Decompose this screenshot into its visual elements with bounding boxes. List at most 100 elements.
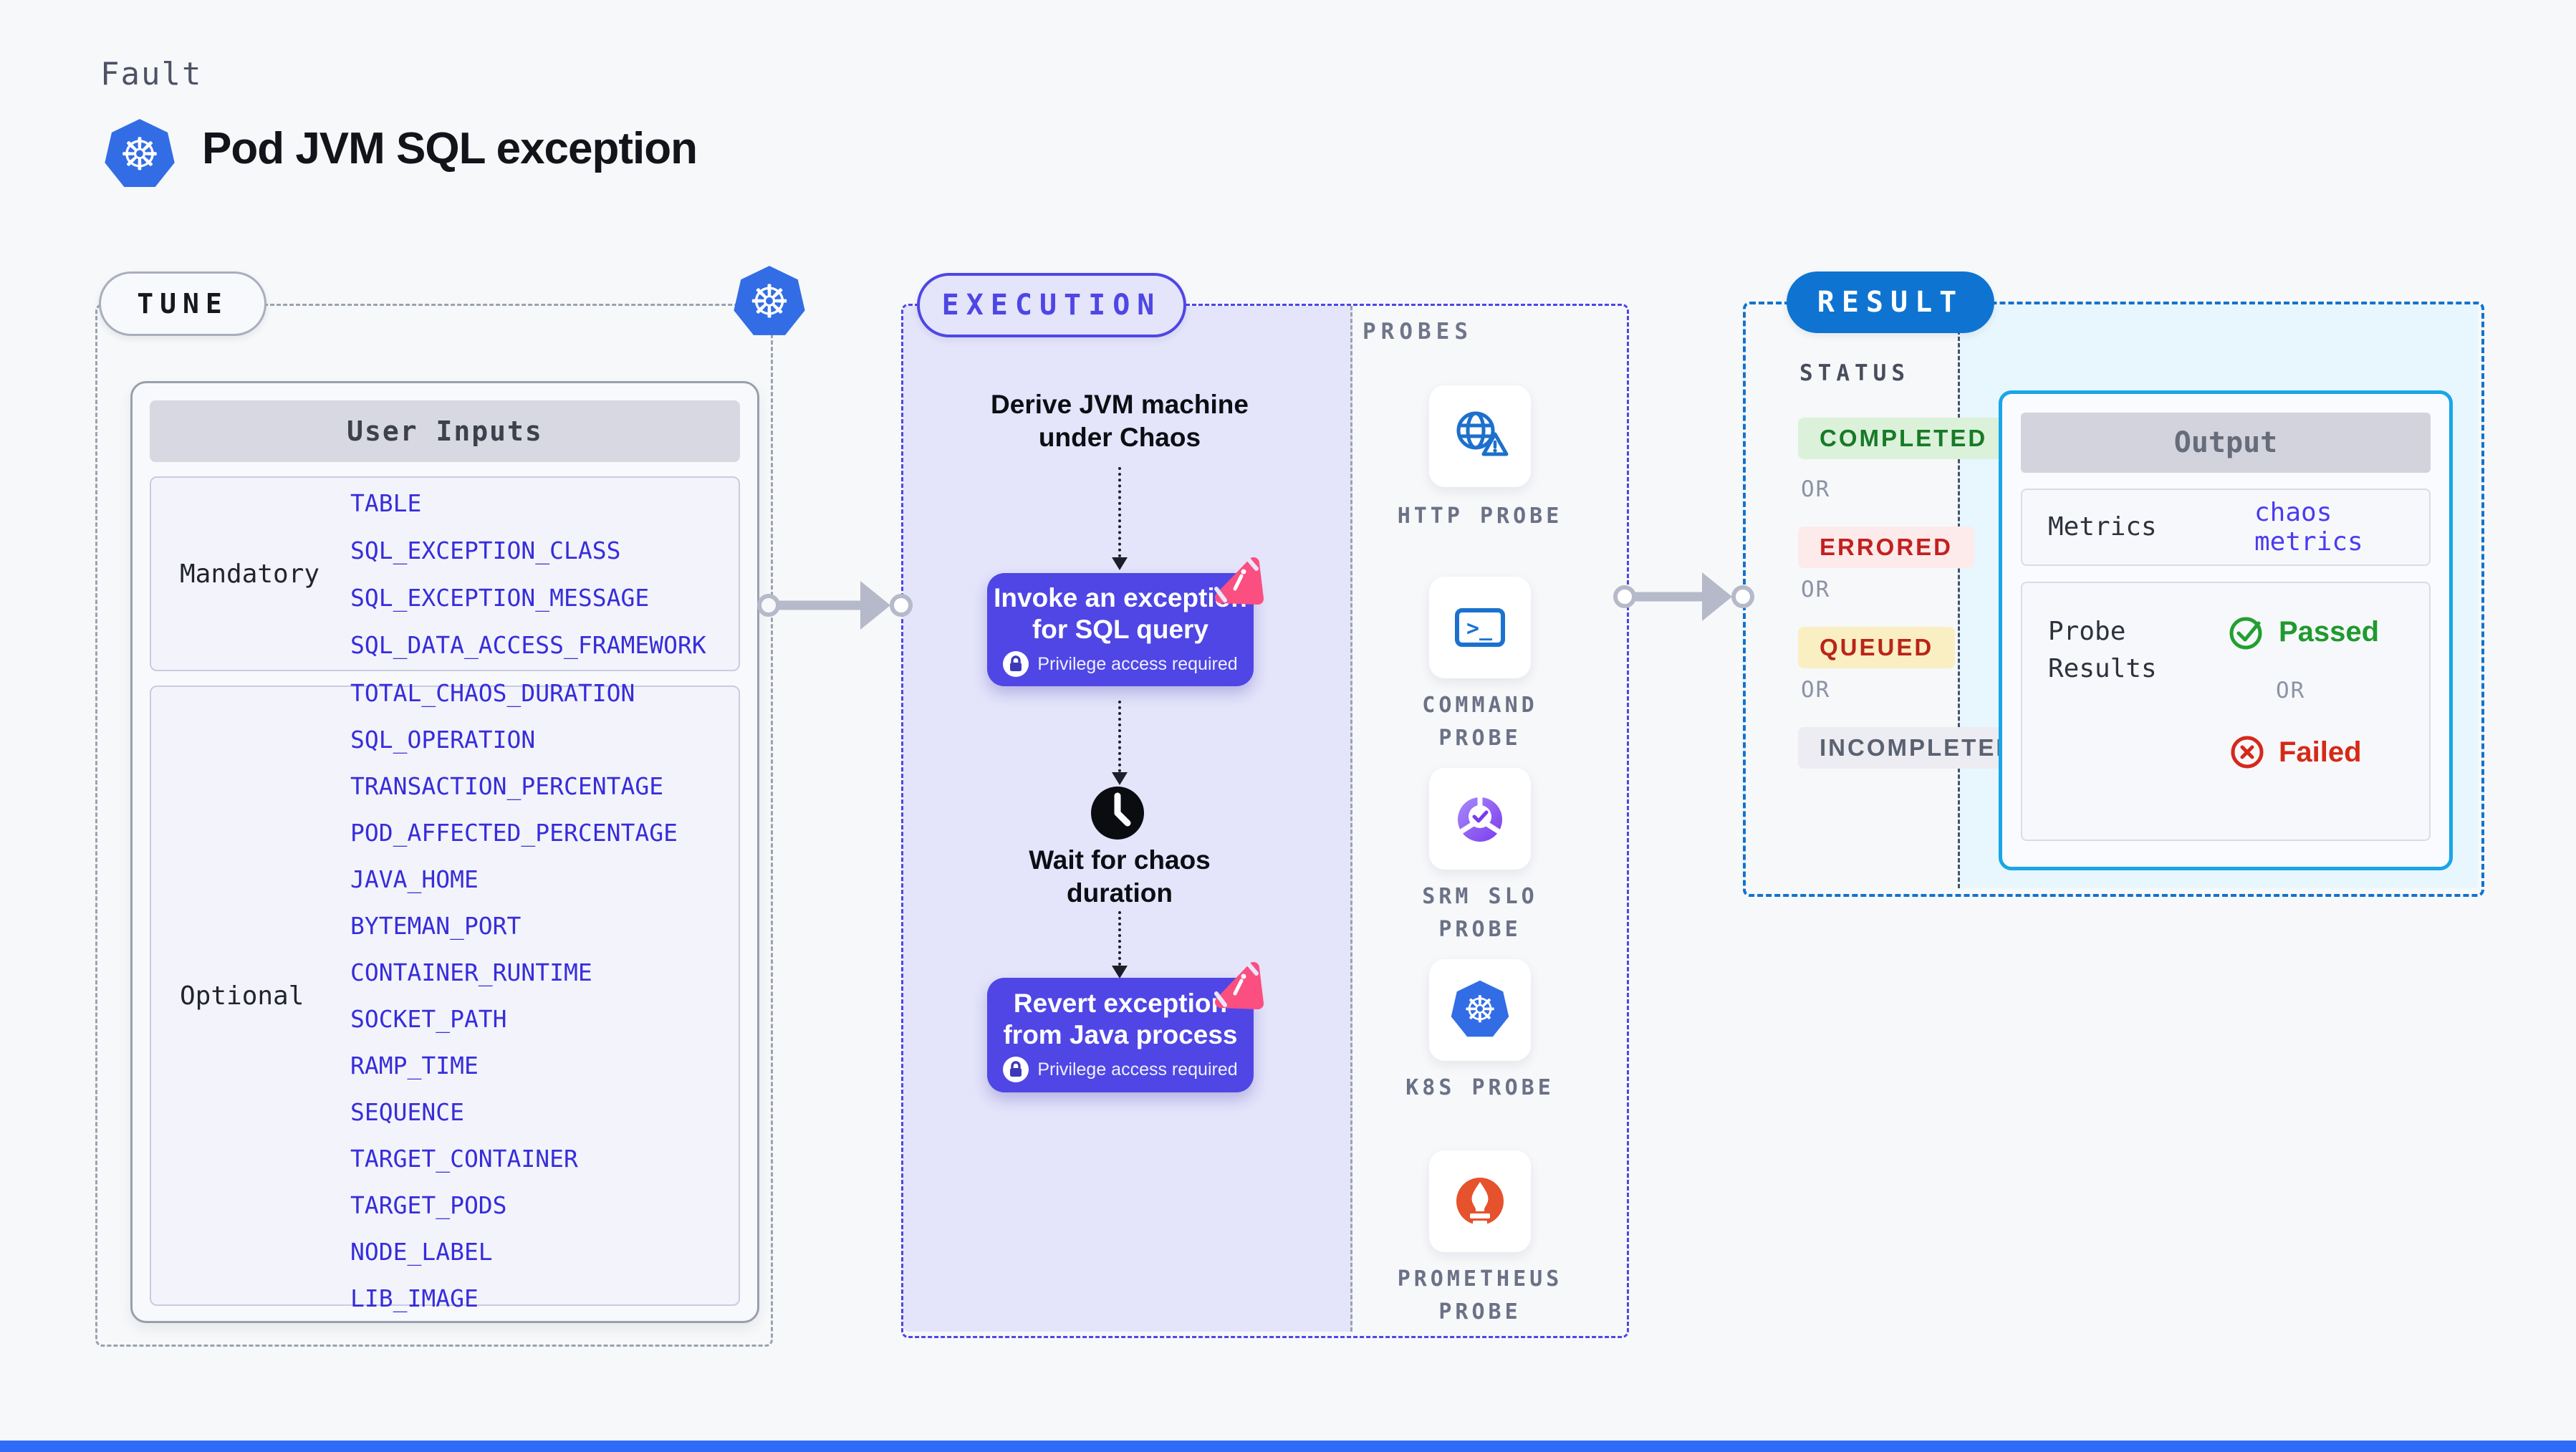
http-probe-card	[1429, 385, 1531, 487]
lock-icon	[1003, 1057, 1029, 1082]
param: NODE_LABEL	[350, 1238, 493, 1266]
mandatory-label: Mandatory	[180, 559, 320, 589]
mandatory-group: Mandatory TABLE SQL_EXCEPTION_CLASS SQL_EX…	[150, 476, 740, 671]
svg-text:☸: ☸	[120, 128, 160, 181]
flow-connector-arrowhead	[1112, 772, 1128, 785]
param: SQL_EXCEPTION_CLASS	[350, 536, 621, 564]
page-title: Pod JVM SQL exception	[202, 124, 698, 173]
or-label: OR	[1801, 577, 1831, 602]
or-label: OR	[2276, 678, 2306, 703]
probe-results-label: Probe Results	[2048, 617, 2157, 683]
optional-label: Optional	[180, 981, 304, 1011]
output-header: Output	[2021, 413, 2431, 473]
or-label: OR	[1801, 677, 1831, 703]
http-probe-icon	[1456, 411, 1509, 456]
optional-group: Optional TOTAL_CHAOS_DURATION SQL_OPERATI…	[150, 679, 740, 1312]
metrics-label: Metrics	[2048, 512, 2157, 542]
probe-passed: Passed	[2229, 613, 2379, 650]
metrics-value: chaos metrics	[2254, 498, 2363, 557]
k8s-probe-icon: ☸	[1451, 980, 1509, 1037]
probe-failed: Failed	[2229, 734, 2379, 771]
invoke-exception-step: Invoke an exception for SQL query Privil…	[987, 557, 1264, 686]
param: TARGET_CONTAINER	[350, 1145, 578, 1173]
chaos-icon	[1214, 557, 1264, 605]
k8s-probe-card: ☸	[1429, 959, 1531, 1061]
param: TOTAL_CHAOS_DURATION	[350, 679, 635, 707]
http-probe-label: HTTP PROBE	[1397, 504, 1563, 529]
param: JAVA_HOME	[350, 865, 479, 893]
failed-label: Failed	[2279, 736, 2362, 768]
srm-slo-probe-card	[1429, 768, 1531, 870]
revert-step-label: Revert exception from Java process	[1003, 989, 1238, 1049]
status-badge-incompleted: INCOMPLETED	[1798, 727, 2037, 769]
optional-params: TOTAL_CHAOS_DURATION SQL_OPERATION TRANSAC…	[350, 679, 678, 1312]
param: SEQUENCE	[350, 1098, 464, 1126]
param: SQL_EXCEPTION_MESSAGE	[350, 583, 650, 612]
param: SOCKET_PATH	[350, 1005, 507, 1033]
fault-eyebrow: Fault	[100, 56, 203, 92]
metrics-row: Metrics chaos metrics	[2021, 489, 2431, 566]
failed-x-icon	[2231, 736, 2264, 769]
k8s-probe-label: K8S PROBE	[1405, 1075, 1554, 1100]
flow-connector-arrowhead	[1112, 966, 1128, 979]
or-label: OR	[1801, 476, 1831, 502]
lock-icon	[1003, 651, 1029, 677]
step-derive-jvm: Derive JVM machine under Chaos	[991, 390, 1249, 452]
result-pill: RESULT	[1787, 271, 1994, 333]
svg-text:>_: >_	[1466, 616, 1493, 641]
param: SQL_OPERATION	[350, 726, 536, 754]
param: TARGET_PODS	[350, 1191, 507, 1219]
chaos-icon	[1214, 961, 1264, 1009]
probes-heading: PROBES	[1363, 319, 1473, 345]
command-probe-card: >_	[1429, 577, 1531, 678]
privilege-label: Privilege access required	[1037, 653, 1238, 674]
param: BYTEMAN_PORT	[350, 912, 522, 940]
wait-clock-icon	[1091, 787, 1144, 840]
output-card: Output Metrics chaos metrics Probe Resul…	[1999, 390, 2453, 870]
user-inputs-table: User Inputs Mandatory TABLE SQL_EXCEPTION…	[130, 381, 759, 1323]
param: TRANSACTION_PERCENTAGE	[350, 772, 664, 800]
flow-connector-arrowhead	[1112, 557, 1128, 570]
passed-label: Passed	[2279, 615, 2380, 648]
command-probe-icon: >_	[1455, 608, 1505, 647]
svg-text:☸: ☸	[1464, 989, 1496, 1032]
invoke-step-label: Invoke an exception for SQL query	[994, 583, 1247, 644]
prometheus-probe-icon	[1456, 1178, 1504, 1226]
tune-to-execution-arrow	[757, 581, 913, 630]
srm-slo-probe-icon	[1458, 796, 1502, 842]
param: POD_AFFECTED_PERCENTAGE	[350, 819, 678, 847]
param: CONTAINER_RUNTIME	[350, 958, 592, 986]
status-badge-completed: COMPLETED	[1798, 418, 2009, 459]
bottom-blue-strip	[0, 1441, 2576, 1452]
status-badge-queued: QUEUED	[1798, 627, 1956, 668]
prometheus-probe-card	[1429, 1150, 1531, 1252]
param: TABLE	[350, 489, 422, 517]
param: SQL_DATA_ACCESS_FRAMEWORK	[350, 630, 706, 659]
svg-text:☸: ☸	[749, 275, 789, 328]
flow-connector	[1118, 467, 1121, 557]
status-heading: STATUS	[1799, 360, 1910, 386]
execution-to-result-arrow	[1613, 572, 1754, 621]
privilege-row: Privilege access required	[1003, 1057, 1238, 1082]
flow-connector	[1118, 701, 1121, 772]
kubernetes-icon: ☸	[734, 266, 805, 335]
srm-slo-probe-label: SRM SLO PROBE	[1422, 884, 1538, 942]
kubernetes-icon: ☸	[105, 119, 175, 188]
param: RAMP_TIME	[350, 1052, 479, 1080]
tune-dashed-region	[95, 304, 773, 1347]
mandatory-params: TABLE SQL_EXCEPTION_CLASS SQL_EXCEPTION_ME…	[350, 489, 706, 659]
tune-pill: TUNE	[99, 271, 266, 336]
user-inputs-header: User Inputs	[150, 400, 740, 462]
status-badge-errored: ERRORED	[1798, 527, 1975, 568]
probe-results-row: Probe Results Passed OR Faile	[2021, 582, 2431, 841]
privilege-row: Privilege access required	[1003, 651, 1238, 677]
revert-exception-step: Revert exception from Java process Privi…	[987, 961, 1264, 1092]
step-wait-duration: Wait for chaos duration	[1029, 845, 1211, 908]
prometheus-probe-label: PROMETHEUS PROBE	[1397, 1266, 1563, 1324]
privilege-label: Privilege access required	[1037, 1059, 1238, 1080]
passed-check-icon	[2229, 617, 2262, 650]
execution-pill: EXECUTION	[917, 273, 1186, 337]
param: LIB_IMAGE	[350, 1284, 479, 1312]
flow-connector	[1118, 911, 1121, 966]
